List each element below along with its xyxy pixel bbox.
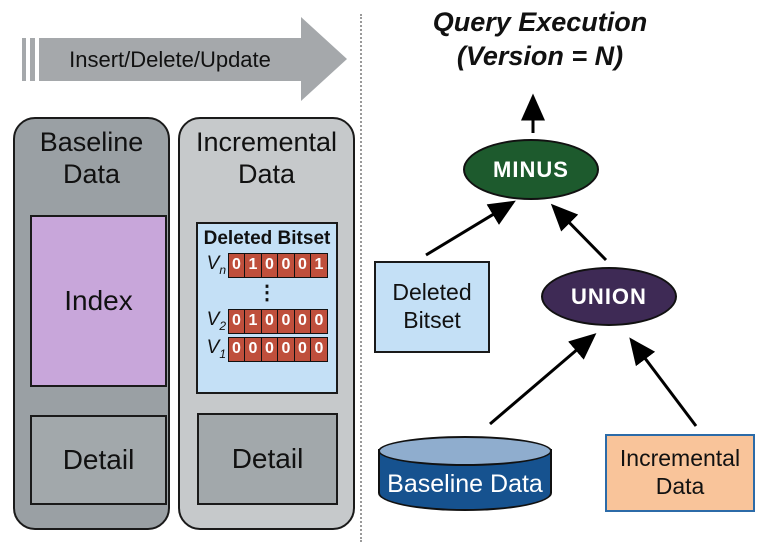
deleted-bitset-line2: Bitset bbox=[403, 307, 461, 333]
bit-cell: 0 bbox=[293, 336, 312, 362]
flow-arrow-body: Insert/Delete/Update bbox=[39, 38, 301, 81]
bit-cell: 0 bbox=[227, 308, 246, 334]
arrow-union-to-minus bbox=[550, 203, 608, 262]
query-execution-title: Query Execution (Version = N) bbox=[390, 6, 690, 74]
bit-cells: 0 1 0 0 0 0 bbox=[227, 308, 328, 334]
incremental-detail-box: Detail bbox=[197, 413, 338, 505]
flow-arrow-label: Insert/Delete/Update bbox=[69, 46, 271, 72]
version-label: Vn bbox=[206, 253, 226, 277]
version-label: V2 bbox=[206, 309, 226, 333]
bit-cell: 0 bbox=[310, 308, 328, 334]
query-title-line1: Query Execution bbox=[432, 7, 648, 37]
baseline-data-label: Baseline Data bbox=[387, 470, 543, 498]
bitset-ellipsis: ⋮ bbox=[257, 282, 277, 304]
bitset-row-vn: Vn 0 1 0 0 0 1 bbox=[202, 252, 336, 278]
flow-arrow-stripe bbox=[22, 38, 26, 81]
query-title-line2: (Version = N) bbox=[456, 40, 624, 71]
minus-node-label: MINUS bbox=[493, 156, 569, 182]
bitset-row-v1: V1 0 0 0 0 0 0 bbox=[202, 336, 336, 362]
index-label: Index bbox=[64, 285, 133, 316]
arrow-bitset-to-minus bbox=[425, 200, 516, 257]
incremental-data-node: Incremental Data bbox=[605, 434, 755, 512]
flow-arrow-head-icon bbox=[301, 17, 347, 101]
baseline-data-cylinder: Baseline Data bbox=[378, 436, 552, 514]
baseline-column-title: Baseline Data bbox=[39, 127, 144, 189]
deleted-bitset-node: Deleted Bitset bbox=[374, 261, 490, 353]
minus-node: MINUS bbox=[463, 139, 599, 200]
panel-divider bbox=[360, 14, 362, 542]
version-label: V1 bbox=[206, 337, 226, 361]
union-node-label: UNION bbox=[571, 283, 647, 309]
arrow-incremental-to-union bbox=[629, 337, 698, 427]
incremental-data-line2: Data bbox=[655, 473, 705, 499]
bit-cells: 0 0 0 0 0 0 bbox=[227, 336, 328, 362]
bit-cells: 0 1 0 0 0 1 bbox=[227, 252, 328, 278]
baseline-detail-box: Detail bbox=[30, 415, 167, 505]
deleted-bitset-title: Deleted Bitset bbox=[203, 228, 331, 249]
bit-cell: 0 bbox=[227, 336, 246, 362]
bitset-row-v2: V2 0 1 0 0 0 0 bbox=[202, 308, 336, 334]
bit-cell: 0 bbox=[310, 336, 328, 362]
flow-arrow-stripe bbox=[30, 38, 35, 81]
union-node: UNION bbox=[541, 267, 677, 326]
incremental-data-line1: Incremental bbox=[619, 445, 741, 472]
bit-cell: 1 bbox=[310, 252, 328, 278]
deleted-bitset-line1: Deleted bbox=[392, 279, 472, 306]
index-box: Index bbox=[30, 215, 167, 387]
bit-cell: 0 bbox=[227, 252, 246, 278]
deleted-bitset-panel: Deleted Bitset Vn 0 1 0 0 0 1 ⋮ V2 0 1 0… bbox=[196, 222, 338, 394]
incremental-detail-label: Detail bbox=[231, 443, 304, 474]
incremental-column-title: Incremental Data bbox=[195, 127, 338, 189]
cylinder-top bbox=[378, 436, 552, 466]
arrow-baseline-to-union bbox=[489, 333, 597, 426]
baseline-detail-label: Detail bbox=[62, 444, 135, 475]
